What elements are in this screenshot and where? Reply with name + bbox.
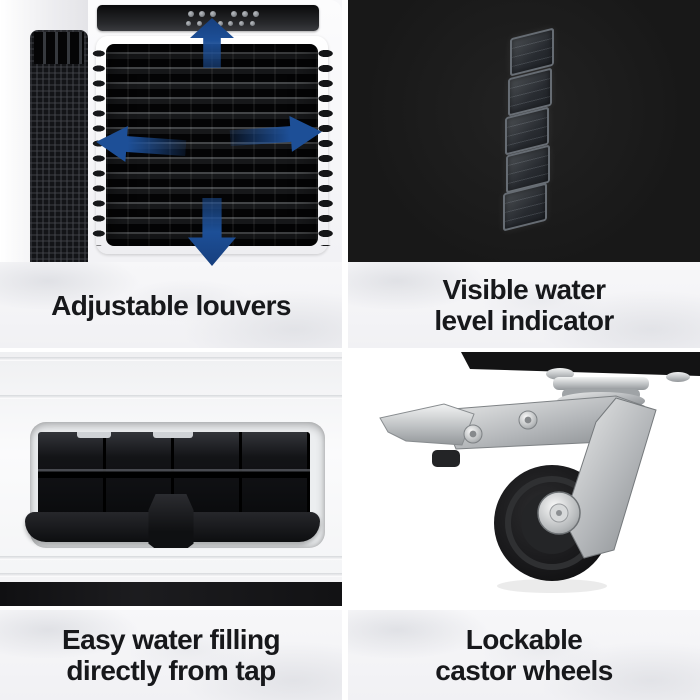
flap-notch: [77, 432, 111, 438]
caption-visible-water-level: Visible water level indicator: [348, 262, 700, 348]
caption-easy-water-filling: Easy water filling directly from tap: [0, 610, 342, 700]
caption-line: Easy water filling: [62, 624, 281, 655]
hub-bolt-center: [556, 510, 562, 516]
base-trim-strip: [0, 582, 342, 606]
caption-line: directly from tap: [66, 655, 276, 686]
panel-groove: [0, 573, 342, 577]
adjustable-louvers-photo: [0, 0, 342, 266]
castor-wheel-photo: [348, 352, 700, 606]
caption-line: castor wheels: [435, 655, 613, 686]
control-led: [239, 21, 244, 26]
bracket-screw-center: [469, 430, 477, 438]
wheel-shadow: [497, 579, 607, 593]
louver-slat-ends-right: [316, 46, 340, 246]
brake-pad: [432, 450, 460, 467]
water-filling-photo: [0, 352, 342, 606]
cooler-base-plate: [461, 352, 700, 376]
caption-line: Adjustable louvers: [51, 289, 291, 321]
panel-groove: [0, 395, 342, 399]
base-bolt: [666, 372, 690, 382]
control-led: [218, 21, 223, 26]
control-button: [253, 11, 259, 17]
caption-adjustable-louvers: Adjustable louvers: [0, 262, 342, 348]
caption-line: Lockable: [465, 624, 583, 655]
control-led: [228, 21, 233, 26]
control-button: [210, 11, 216, 17]
control-button: [188, 11, 194, 17]
control-button: [199, 11, 205, 17]
caption-lockable-castor-wheels: Lockable castor wheels: [348, 610, 700, 700]
caption-line: level indicator: [434, 305, 614, 336]
panel-groove: [0, 357, 342, 361]
castor-wheel-illustration: [379, 352, 700, 593]
bracket-screw-center: [524, 416, 532, 424]
fork-leg: [563, 397, 657, 559]
cooler-side-vent: [30, 30, 88, 262]
side-vent-slats: [34, 32, 84, 64]
swivel-race-top: [553, 377, 649, 390]
panel-groove: [0, 556, 342, 560]
control-led: [197, 21, 202, 26]
caption-line: Visible water: [442, 274, 606, 305]
water-level-indicator-photo: [348, 0, 700, 262]
water-fill-tab-handle: [148, 494, 194, 548]
louver-slat-ends-left: [88, 46, 106, 246]
control-led: [250, 21, 255, 26]
brake-lever: [379, 403, 475, 446]
control-button: [242, 11, 248, 17]
flap-notch: [153, 432, 193, 438]
control-button: [231, 11, 237, 17]
control-led: [186, 21, 191, 26]
